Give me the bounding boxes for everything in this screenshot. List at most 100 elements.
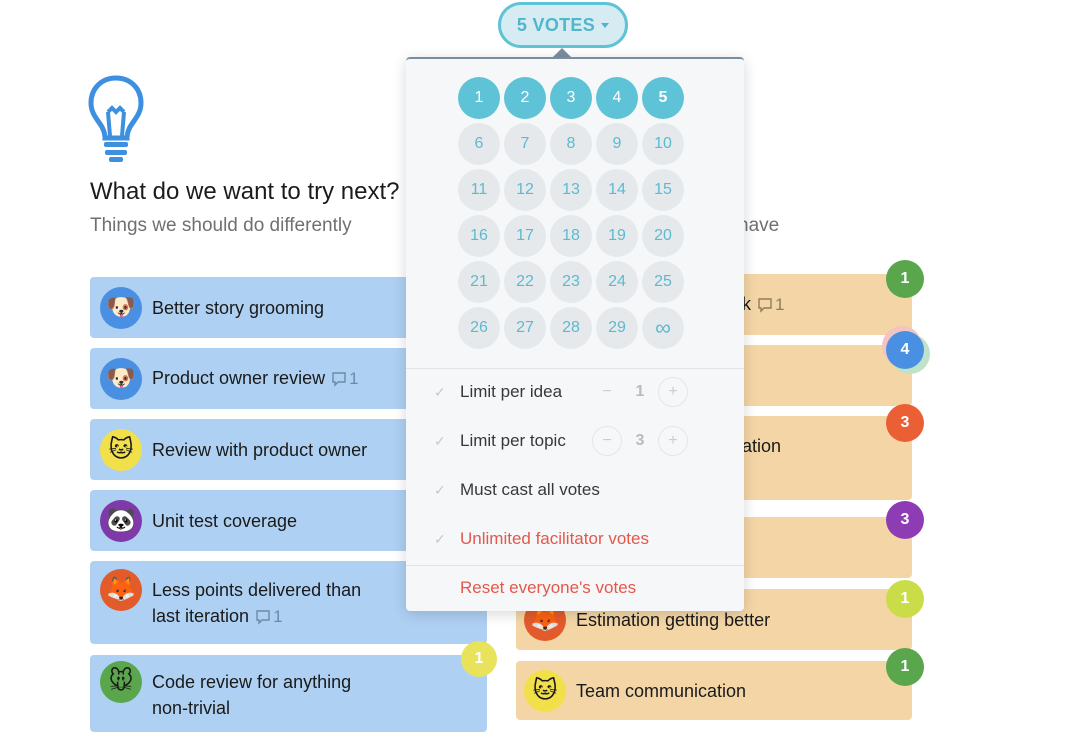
vote-option[interactable]: 9 <box>596 123 638 165</box>
idea-card-content: Less points delivered than last iteratio… <box>152 577 467 630</box>
idea-card[interactable]: 🐭 Code review for anything non-trivial <box>90 655 487 732</box>
vote-count-badge[interactable]: 4 <box>886 331 924 369</box>
divider <box>406 368 744 369</box>
decrement-button[interactable]: − <box>592 377 622 407</box>
votes-button-label: 5 VOTES <box>516 14 596 35</box>
dog-avatar: 🐶 <box>100 286 142 329</box>
vote-count-badge[interactable]: 3 <box>886 501 924 539</box>
idea-card-text-line2: last iteration <box>152 606 250 626</box>
vote-count-badge[interactable]: 1 <box>886 580 924 618</box>
idea-card-text: Team communication <box>576 680 747 701</box>
vote-option[interactable]: 11 <box>458 169 500 211</box>
vote-option[interactable]: 18 <box>550 215 592 257</box>
dropdown-arrow <box>552 48 572 58</box>
vote-option[interactable]: 8 <box>550 123 592 165</box>
limit-per-idea-stepper: − 1 + <box>592 377 688 407</box>
cat-avatar: 🐱 <box>524 669 566 712</box>
vote-option[interactable]: 25 <box>642 261 684 303</box>
comment-icon <box>256 610 270 625</box>
limit-per-topic-label: Limit per topic <box>460 431 566 450</box>
fox-avatar: 🦊 <box>100 569 142 611</box>
vote-number-grid: 1 2 3 4 5 6 7 8 9 10 11 12 13 14 15 16 1… <box>458 77 692 349</box>
vote-option[interactable]: 7 <box>504 123 546 165</box>
votes-dropdown-button[interactable]: 5 VOTES <box>498 2 628 48</box>
idea-card-text-line1: Code review for anything <box>152 672 352 692</box>
vote-option[interactable]: 4 <box>596 77 638 119</box>
vote-count-badge[interactable]: 1 <box>886 648 924 686</box>
check-icon: ✓ <box>434 383 446 400</box>
idea-card-text-fragment: ation <box>742 436 782 456</box>
idea-card-text: Product owner review <box>152 368 326 388</box>
column-subtitle: Things we should do differently <box>90 215 352 236</box>
vote-option[interactable]: 3 <box>550 77 592 119</box>
limit-per-idea-value: 1 <box>635 383 645 400</box>
decrement-button[interactable]: − <box>592 426 622 456</box>
unlimited-facilitator-votes-option[interactable]: ✓ Unlimited facilitator votes <box>434 526 649 552</box>
vote-option[interactable]: 13 <box>550 169 592 211</box>
mouse-avatar: 🐭 <box>100 661 142 703</box>
vote-option[interactable]: 16 <box>458 215 500 257</box>
idea-card-content: Product owner review 1 <box>152 365 467 392</box>
vote-option[interactable]: 17 <box>504 215 546 257</box>
comment-count[interactable]: 1 <box>757 295 784 314</box>
comment-icon <box>758 298 772 313</box>
votes-dropdown-panel: 1 2 3 4 5 6 7 8 9 10 11 12 13 14 15 16 1… <box>406 57 744 611</box>
vote-option[interactable]: 12 <box>504 169 546 211</box>
must-cast-all-votes-label: Must cast all votes <box>460 480 600 499</box>
vote-option[interactable]: 29 <box>596 307 638 349</box>
idea-card-text-fragment: k <box>742 294 751 314</box>
panda-avatar: 🐼 <box>100 499 142 542</box>
vote-option[interactable]: 24 <box>596 261 638 303</box>
vote-option[interactable]: 23 <box>550 261 592 303</box>
increment-button[interactable]: + <box>658 426 688 456</box>
limit-per-topic-value: 3 <box>635 432 645 449</box>
idea-card-text-line1: Less points delivered than <box>152 580 362 600</box>
caret-down-icon <box>601 22 610 28</box>
limit-per-idea-option[interactable]: ✓ Limit per idea <box>434 379 562 405</box>
cat-avatar: 🐱 <box>100 428 142 471</box>
vote-option[interactable]: 19 <box>596 215 638 257</box>
lightbulb-icon <box>88 75 144 162</box>
infinity-vote-option[interactable]: ∞ <box>642 307 684 349</box>
vote-option[interactable]: 1 <box>458 77 500 119</box>
vote-option[interactable]: 2 <box>504 77 546 119</box>
comment-count-value: 1 <box>775 295 785 314</box>
vote-option-selected[interactable]: 5 <box>642 77 684 119</box>
idea-card-text: Unit test coverage <box>152 510 298 531</box>
comment-count[interactable]: 1 <box>255 607 283 626</box>
idea-card-text: Better story grooming <box>152 297 325 318</box>
idea-card-content: Code review for anything non-trivial <box>152 669 467 721</box>
vote-option[interactable]: 21 <box>458 261 500 303</box>
comment-icon <box>332 372 346 387</box>
must-cast-all-votes-option[interactable]: ✓ Must cast all votes <box>434 477 600 503</box>
limit-per-idea-label: Limit per idea <box>460 382 563 401</box>
vote-option[interactable]: 15 <box>642 169 684 211</box>
vote-option[interactable]: 20 <box>642 215 684 257</box>
vote-option[interactable]: 14 <box>596 169 638 211</box>
reset-votes-button[interactable]: Reset everyone's votes <box>460 578 637 597</box>
right-column-subtitle-fragment: have <box>738 215 780 236</box>
dog-avatar: 🐶 <box>100 357 142 400</box>
vote-count-badge[interactable]: 1 <box>461 641 497 677</box>
idea-card-text-line2: non-trivial <box>152 698 231 718</box>
comment-count[interactable]: 1 <box>331 369 359 388</box>
vote-option[interactable]: 27 <box>504 307 546 349</box>
vote-option[interactable]: 22 <box>504 261 546 303</box>
comment-count-value: 1 <box>349 369 359 388</box>
check-icon: ✓ <box>434 530 446 547</box>
idea-card-text: Estimation getting better <box>576 609 771 630</box>
vote-option[interactable]: 6 <box>458 123 500 165</box>
vote-count-badge[interactable]: 1 <box>886 260 924 298</box>
vote-count-badge[interactable]: 3 <box>886 404 924 442</box>
limit-per-topic-option[interactable]: ✓ Limit per topic <box>434 428 566 454</box>
vote-option[interactable]: 10 <box>642 123 684 165</box>
comment-count-value: 1 <box>273 607 283 626</box>
increment-button[interactable]: + <box>658 377 688 407</box>
vote-option[interactable]: 28 <box>550 307 592 349</box>
unlimited-facilitator-votes-label: Unlimited facilitator votes <box>460 529 649 548</box>
limit-per-topic-stepper: − 3 + <box>592 426 688 456</box>
check-icon: ✓ <box>434 481 446 498</box>
vote-option[interactable]: 26 <box>458 307 500 349</box>
idea-card[interactable]: 🐱 Team communication <box>516 661 912 720</box>
